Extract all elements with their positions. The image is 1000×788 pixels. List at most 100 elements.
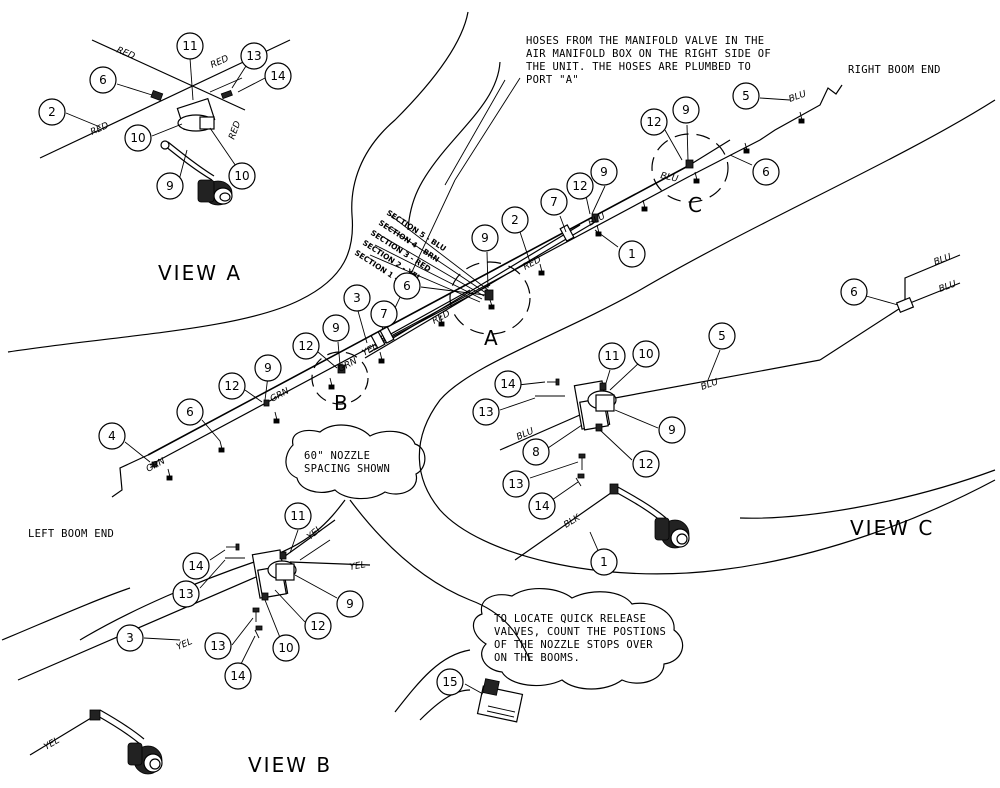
svg-text:1: 1 — [600, 555, 608, 569]
svg-text:13: 13 — [508, 477, 523, 491]
svg-text:13: 13 — [210, 639, 225, 653]
manifold-note-line-3: THE UNIT. THE HOSES ARE PLUMBED TO — [526, 61, 751, 73]
detail-marker-c: C — [688, 193, 702, 217]
svg-text:7: 7 — [380, 307, 388, 321]
callout-balloon: 6 — [752, 158, 780, 186]
svg-text:15: 15 — [442, 675, 457, 689]
hose-label-blu: BLU — [938, 279, 959, 295]
svg-text:6: 6 — [186, 405, 194, 419]
svg-text:9: 9 — [346, 597, 354, 611]
svg-text:12: 12 — [310, 619, 325, 633]
hose-label-grn: GRN — [145, 456, 168, 474]
callout-balloon: 2 — [501, 206, 529, 234]
svg-text:9: 9 — [481, 231, 489, 245]
svg-text:2: 2 — [511, 213, 519, 227]
svg-text:10: 10 — [638, 347, 653, 361]
svg-text:12: 12 — [298, 339, 313, 353]
manifold-note-line-4: PORT "A" — [526, 74, 579, 86]
view-b-title: VIEW B — [248, 753, 332, 777]
svg-text:7: 7 — [550, 195, 558, 209]
svg-text:10: 10 — [278, 641, 293, 655]
svg-text:11: 11 — [604, 349, 619, 363]
hose-label-blu: BLU — [788, 89, 809, 105]
callout-balloon: 14 — [494, 370, 522, 398]
callout-balloon: 13 — [240, 42, 268, 70]
callout-balloon: 1 — [590, 548, 618, 576]
callout-balloon: 14 — [182, 552, 210, 580]
view-c-title: VIEW C — [850, 516, 934, 540]
callout-balloon: 5 — [708, 322, 736, 350]
svg-text:14: 14 — [188, 559, 203, 573]
callout-balloon: 12 — [632, 450, 660, 478]
svg-text:9: 9 — [332, 321, 340, 335]
callout-balloon: 6 — [176, 398, 204, 426]
svg-text:2: 2 — [48, 105, 56, 119]
nozzle-spacing-line-2: SPACING SHOWN — [304, 463, 390, 475]
hose-label-blu: BLU — [659, 171, 679, 185]
svg-text:5: 5 — [742, 89, 750, 103]
callout-balloon: 10 — [228, 162, 256, 190]
svg-text:8: 8 — [532, 445, 540, 459]
svg-text:5: 5 — [718, 329, 726, 343]
svg-text:14: 14 — [534, 499, 549, 513]
svg-text:9: 9 — [166, 179, 174, 193]
callout-balloon: 9 — [471, 224, 499, 252]
callout-balloon: 14 — [528, 492, 556, 520]
callout-balloon: 3 — [343, 284, 371, 312]
callout-balloon: 11 — [284, 502, 312, 530]
svg-text:14: 14 — [270, 69, 285, 83]
callout-balloon: 9 — [672, 96, 700, 124]
callout-balloon: 9 — [254, 354, 282, 382]
svg-text:1: 1 — [628, 247, 636, 261]
svg-text:6: 6 — [850, 285, 858, 299]
view-boundaries — [1, 11, 996, 661]
hose-label-red: RED — [227, 120, 243, 141]
svg-text:10: 10 — [130, 131, 145, 145]
svg-text:14: 14 — [230, 669, 245, 683]
callout-balloon: 10 — [632, 340, 660, 368]
callout-balloon: 13 — [204, 632, 232, 660]
callout-balloon: 11 — [176, 32, 204, 60]
callout-balloon: 14 — [264, 62, 292, 90]
svg-text:13: 13 — [246, 49, 261, 63]
svg-text:13: 13 — [178, 587, 193, 601]
callout-balloon: 12 — [292, 332, 320, 360]
callout-balloon: 13 — [472, 398, 500, 426]
hose-label-yel: YEL — [43, 736, 62, 753]
detail-marker-a: A — [484, 326, 498, 350]
quick-release-line-1: TO LOCATE QUICK RELEASE — [494, 613, 646, 625]
hose-label-red: RED — [115, 46, 136, 62]
detail-marker-b: B — [334, 391, 348, 415]
callout-balloon: 3 — [116, 624, 144, 652]
callout-balloon: 9 — [156, 172, 184, 200]
manifold-note-line-1: HOSES FROM THE MANIFOLD VALVE IN THE — [526, 35, 764, 47]
svg-text:11: 11 — [182, 39, 197, 53]
quick-release-line-2: VALVES, COUNT THE POSTIONS — [494, 626, 666, 638]
callout-balloon: 12 — [218, 372, 246, 400]
callout-balloon: 6 — [393, 272, 421, 300]
svg-text:12: 12 — [638, 457, 653, 471]
callout-balloon: 1 — [618, 240, 646, 268]
svg-text:12: 12 — [224, 379, 239, 393]
svg-text:12: 12 — [572, 179, 587, 193]
view-a-title: VIEW A — [158, 261, 242, 285]
svg-text:9: 9 — [668, 423, 676, 437]
svg-text:6: 6 — [762, 165, 770, 179]
svg-text:9: 9 — [682, 103, 690, 117]
callout-balloon: 2 — [38, 98, 66, 126]
view-c-detail — [499, 254, 961, 561]
manifold-note: HOSES FROM THE MANIFOLD VALVE IN THE AIR… — [526, 35, 771, 86]
quick-release-note: TO LOCATE QUICK RELEASE VALVES, COUNT TH… — [494, 613, 666, 664]
callout-balloon: 9 — [658, 416, 686, 444]
callout-balloon: 8 — [522, 438, 550, 466]
view-a-detail — [39, 39, 291, 206]
callout-balloon: 7 — [370, 300, 398, 328]
svg-text:3: 3 — [126, 631, 134, 645]
callout-balloon: 10 — [124, 124, 152, 152]
hose-label-blu: BLU — [933, 252, 954, 268]
hose-label-yel: YEL — [175, 637, 194, 653]
manifold-note-line-2: AIR MANIFOLD BOX ON THE RIGHT SIDE OF — [526, 48, 771, 60]
callout-balloon: 9 — [322, 314, 350, 342]
nozzle-spacing-line-1: 60" NOZZLE — [304, 450, 370, 462]
callouts: 11 6 13 14 2 10 10 9 9 12 5 6 9 12 7 1 2… — [38, 32, 868, 696]
